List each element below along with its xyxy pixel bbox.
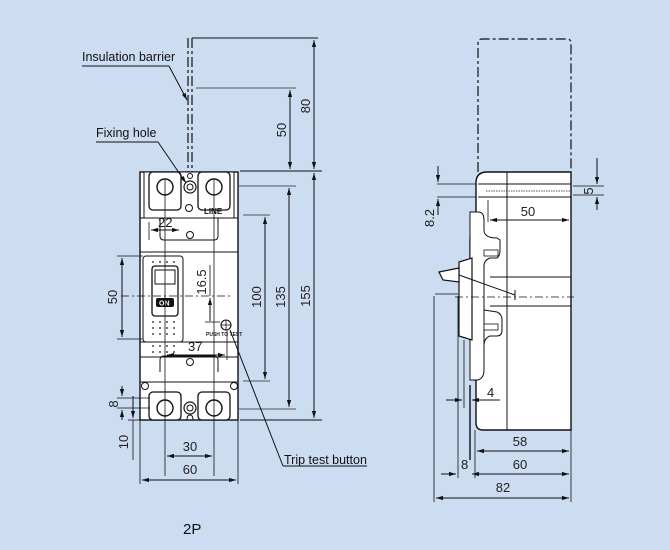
dim-handle-offset-side: 4 [487,385,494,400]
dim-overall-height: 155 [298,285,313,307]
callout-fixing-hole: Fixing hole [96,126,187,184]
dim-terminal-spacing-top: 22 [158,215,172,230]
svg-text:Trip test button: Trip test button [284,453,367,467]
dim-top-step: 5 [581,187,596,194]
dim-test-button-offset: 37 [188,339,202,354]
side-view: 8.2 5 50 4 58 60 8 82 [422,38,604,502]
insulation-barrier-outline [187,38,193,176]
dim-body-depth: 58 [513,434,527,449]
dim-mount-hole-pitch: 100 [249,286,264,308]
callout-trip-test-button: Trip test button [229,329,367,467]
dim-handle-offset: 16.5 [194,269,209,294]
line-marking: LINE [204,207,223,216]
dim-barrier-inner: 50 [274,123,289,137]
dim-terminal-screw-offset: 8 [106,400,121,407]
dim-mount-hole-spacing: 30 [183,439,197,454]
dim-handle-protrusion: 8 [461,457,468,472]
dim-cover-depth: 60 [513,457,527,472]
push-to-test-label: PUSH TO TEST [206,332,242,338]
handle-on-label: ON [159,301,170,308]
svg-text:Insulation barrier: Insulation barrier [82,50,175,64]
dim-step-height: 8.2 [422,209,437,227]
trip-test-button[interactable]: PUSH TO TEST [206,319,242,338]
dim-handle-height: 50 [105,290,120,304]
front-view: LINE ON [82,37,367,538]
dim-overall-depth: 82 [496,480,510,495]
dots-top [152,261,175,353]
svg-text:Fixing hole: Fixing hole [96,126,156,140]
dim-body-depth-top: 50 [521,204,535,219]
dim-barrier-outer: 80 [298,99,313,113]
pole-caption: 2P [183,521,201,538]
dim-bottom-offset: 10 [116,435,131,449]
breaker-body: LINE ON [139,171,242,421]
side-handle [438,257,516,341]
callout-insulation-barrier: Insulation barrier [82,50,188,101]
dim-terminal-pitch: 135 [273,286,288,308]
dim-overall-width: 60 [183,462,197,477]
